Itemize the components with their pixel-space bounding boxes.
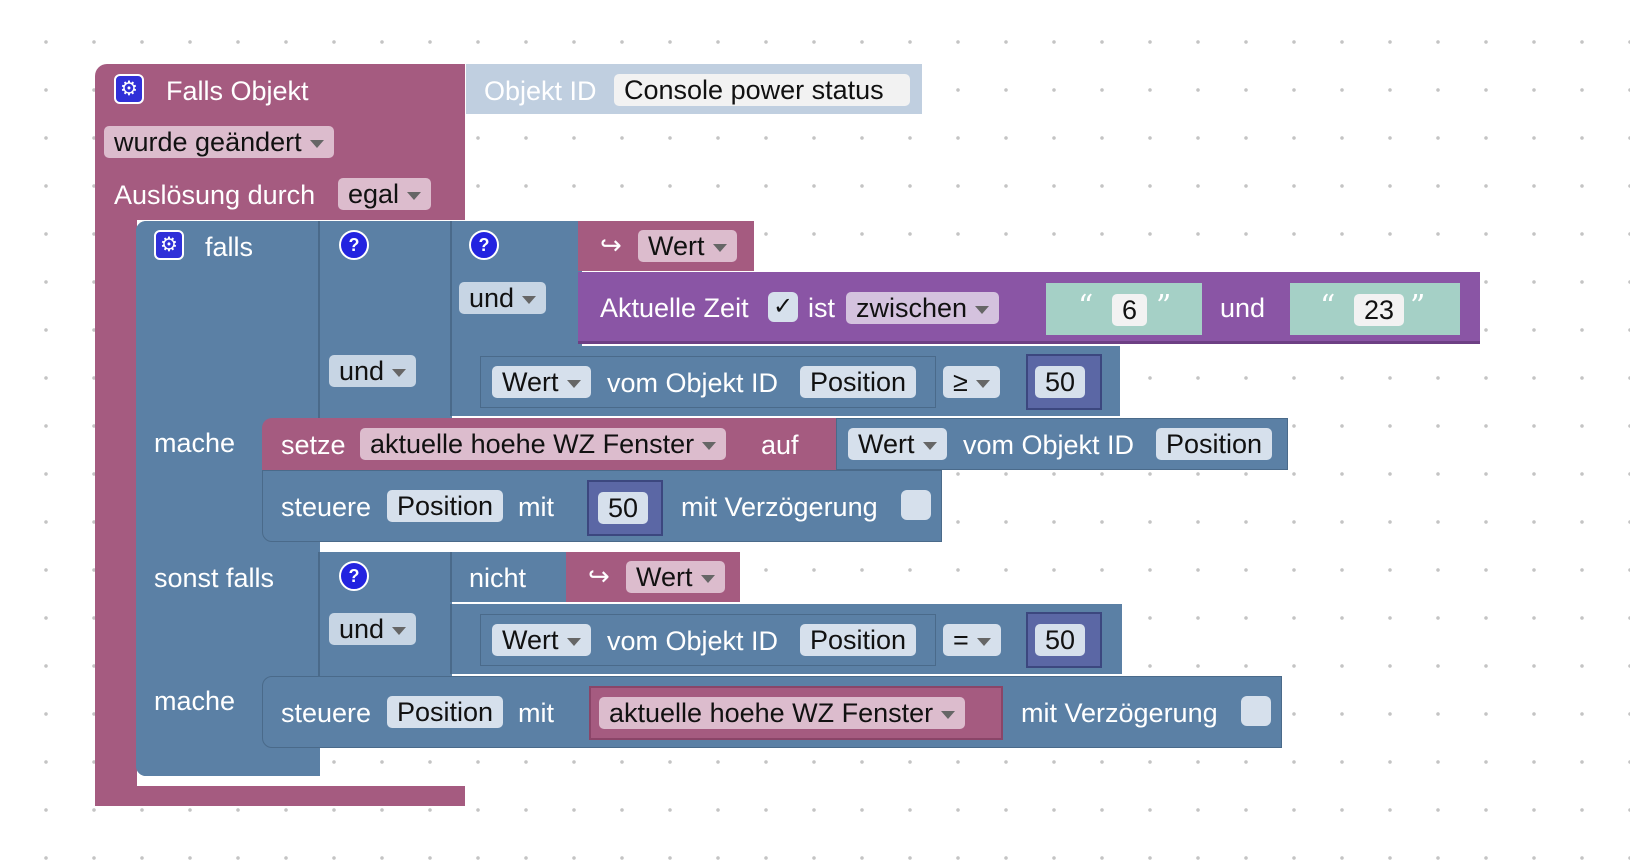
time-to-field[interactable]: 23 xyxy=(1354,294,1405,326)
control-object-field-1[interactable]: Position xyxy=(387,490,504,522)
compare-vom-label-ge: vom Objekt ID xyxy=(607,368,779,398)
compare-op-dropdown-eq[interactable]: = xyxy=(943,624,1001,656)
change-mode-dropdown[interactable]: wurde geändert xyxy=(104,126,334,158)
set-auf-label: auf xyxy=(761,430,799,460)
control-steuere-label-2: steuere xyxy=(281,698,372,728)
set-variable-dropdown[interactable]: aktuelle hoehe WZ Fenster xyxy=(360,428,727,460)
logic-not-block[interactable] xyxy=(450,552,568,602)
variable-wert-dropdown-elseif[interactable]: Wert xyxy=(626,561,725,593)
logic-help-icon-outer[interactable]: ? xyxy=(339,230,369,260)
time-checkbox[interactable]: ✓ xyxy=(768,292,798,322)
open-quote-icon: “ xyxy=(1078,289,1094,324)
variable-return-arrow-icon-elseif: ↪ xyxy=(588,561,610,591)
variable-return-arrow-icon: ↪ xyxy=(600,230,622,260)
logic-help-icon-elseif[interactable]: ? xyxy=(339,561,369,591)
control-mit-label-1: mit xyxy=(518,492,554,522)
control-number-field-1[interactable]: 50 xyxy=(598,492,649,524)
time-label: Aktuelle Zeit xyxy=(600,293,749,323)
if-settings-gear-icon[interactable]: ⚙ xyxy=(154,230,184,260)
event-block-bottom xyxy=(95,786,465,806)
elseif-mache-label: mache xyxy=(154,686,236,716)
variable-wert-dropdown[interactable]: Wert xyxy=(638,230,737,262)
set-setze-label: setze xyxy=(281,430,346,460)
elseif-label: sonst falls xyxy=(154,563,275,593)
if-mache-label: mache xyxy=(154,428,236,458)
set-prop-dropdown[interactable]: Wert xyxy=(848,428,947,460)
compare-prop-dropdown-eq[interactable]: Wert xyxy=(492,624,591,656)
compare-object-field-eq[interactable]: Position xyxy=(800,624,917,656)
number-field-ge[interactable]: 50 xyxy=(1035,366,1086,398)
control-steuere-label-1: steuere xyxy=(281,492,372,522)
control-variable-dropdown-2[interactable]: aktuelle hoehe WZ Fenster xyxy=(599,697,966,729)
time-mode-dropdown[interactable]: zwischen xyxy=(846,292,1000,324)
compare-op-dropdown-ge[interactable]: ≥ xyxy=(943,366,1000,398)
logic-and-dropdown-inner[interactable]: und xyxy=(459,282,547,314)
logic-not-label: nicht xyxy=(469,563,527,593)
compare-vom-label-eq: vom Objekt ID xyxy=(607,626,779,656)
control-mit-label-2: mit xyxy=(518,698,554,728)
compare-object-field-ge[interactable]: Position xyxy=(800,366,917,398)
logic-and-outer[interactable] xyxy=(318,221,452,418)
logic-and-dropdown-elseif[interactable]: und xyxy=(329,613,417,645)
control-delay-label-2: mit Verzögerung xyxy=(1021,698,1218,728)
time-und-label: und xyxy=(1220,293,1266,323)
close-quote-icon-2: ” xyxy=(1410,289,1426,324)
event-settings-gear-icon[interactable]: ⚙ xyxy=(114,74,144,104)
trigger-label: Auslösung durch xyxy=(114,180,316,210)
control-object-field-2[interactable]: Position xyxy=(387,696,504,728)
if-falls-label: falls xyxy=(205,232,254,262)
number-field-eq[interactable]: 50 xyxy=(1035,624,1086,656)
set-object-field[interactable]: Position xyxy=(1156,428,1273,460)
set-vom-label: vom Objekt ID xyxy=(963,430,1135,460)
control-delay-label-1: mit Verzögerung xyxy=(681,492,878,522)
event-title: Falls Objekt xyxy=(166,76,309,106)
compare-prop-dropdown-ge[interactable]: Wert xyxy=(492,366,591,398)
time-ist-label: ist xyxy=(808,293,835,323)
control-delay-checkbox-2[interactable] xyxy=(1241,696,1271,726)
close-quote-icon: ” xyxy=(1156,289,1172,324)
open-quote-icon-2: “ xyxy=(1320,289,1336,324)
if-block-bottom xyxy=(136,748,320,776)
logic-help-icon-inner[interactable]: ? xyxy=(469,230,499,260)
object-id-value-field[interactable]: Console power status xyxy=(614,74,910,106)
control-delay-checkbox-1[interactable] xyxy=(901,490,931,520)
logic-and-dropdown-outer[interactable]: und xyxy=(329,355,417,387)
object-id-label: Objekt ID xyxy=(484,76,597,106)
event-block-left-rail xyxy=(95,210,137,805)
trigger-dropdown[interactable]: egal xyxy=(338,178,432,210)
time-from-field[interactable]: 6 xyxy=(1112,294,1148,326)
